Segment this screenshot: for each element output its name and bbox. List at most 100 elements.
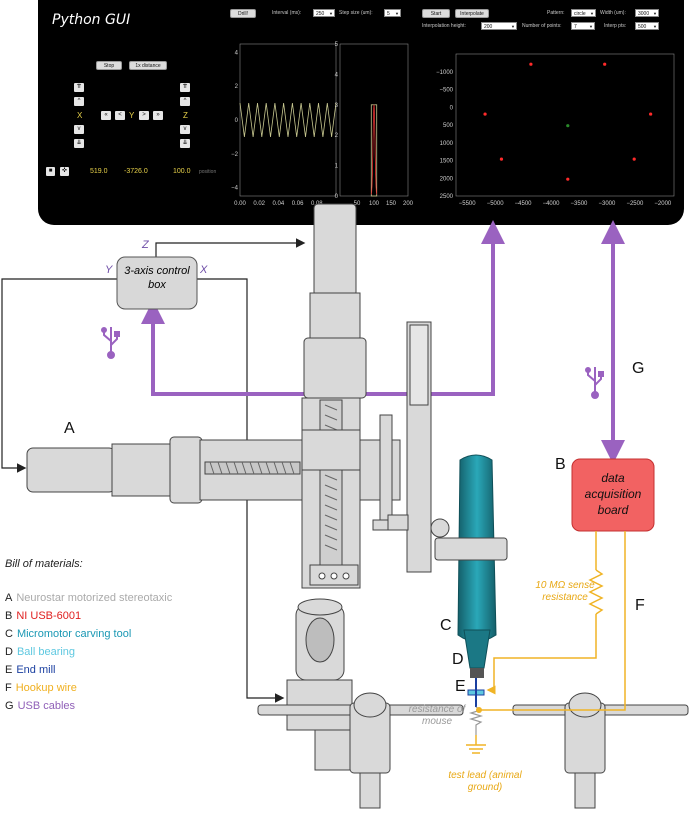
label-b: B	[555, 456, 566, 473]
sense-resistance-label: 10 MΩ sense resistance	[535, 580, 595, 603]
gui-title: Python GUI	[52, 12, 131, 28]
z-down-button[interactable]: v	[180, 125, 190, 134]
x-tick-label: −2000	[654, 201, 672, 207]
x-tick-label: 150	[386, 201, 397, 207]
y-left-button[interactable]: <	[115, 111, 125, 120]
scatter-point	[603, 62, 607, 66]
y-tick-label: 1	[335, 164, 339, 170]
x-tick-label: 0.00	[234, 201, 246, 207]
python-gui-window: Python GUI Drill! Interval (ms): 250 Ste…	[38, 0, 684, 225]
plot-frame	[239, 43, 337, 197]
num-points-select[interactable]: 7	[571, 22, 595, 31]
y-tick-label: 1000	[440, 141, 454, 147]
pattern-select[interactable]: circle	[571, 9, 596, 18]
y-right-fast-button[interactable]: »	[153, 111, 163, 120]
daq-board-label: data acquisition board	[584, 471, 642, 517]
scatter-point	[566, 177, 570, 181]
y-axis-label: Y	[129, 111, 135, 120]
step-size-select[interactable]: 5	[384, 9, 401, 18]
test-lead-label: test lead (animal ground)	[448, 770, 522, 793]
x-tick-label: 200	[403, 201, 414, 207]
micromotor-tool	[434, 454, 508, 707]
y-tick-label: −500	[439, 88, 453, 94]
pattern-label: Pattern:	[547, 10, 565, 16]
z-wire	[155, 238, 306, 257]
scatter-point	[483, 112, 487, 116]
y-tick-label: 0	[335, 194, 339, 200]
plot-frame	[455, 53, 675, 197]
x-tick-label: −4000	[543, 201, 561, 207]
y-tick-label: 5	[335, 42, 339, 48]
y-tick-label: −4	[231, 186, 239, 192]
y-tick-label: −2	[231, 152, 239, 158]
y-left-fast-button[interactable]: «	[101, 111, 111, 120]
label-c: C	[440, 617, 452, 634]
usb-icon	[585, 367, 604, 399]
x-tick-label: 0.04	[273, 201, 285, 207]
control-box-label: 3-axis control box	[124, 265, 190, 291]
step-size-label: Step size (um):	[339, 10, 373, 16]
y-tick-label: 2	[335, 133, 339, 139]
x-down-fast-button[interactable]: ⇊	[74, 139, 84, 148]
y-right-button[interactable]: >	[139, 111, 149, 120]
x-tick-label: 50	[354, 201, 361, 207]
start-button[interactable]: Start	[422, 9, 450, 18]
wire-to-bearing	[486, 614, 597, 695]
box-axis-y-label: Y	[105, 264, 113, 276]
y-tick-label: 500	[443, 123, 454, 129]
crosshair-button[interactable]: ✜	[60, 167, 69, 176]
one-x-distance-button[interactable]: 1x distance	[129, 61, 167, 70]
interpolate-button[interactable]: Interpolate	[455, 9, 489, 18]
z-up-button[interactable]: ^	[180, 97, 190, 106]
label-a: A	[64, 420, 75, 437]
interp-height-select[interactable]: 200	[481, 22, 517, 31]
x-up-button[interactable]: ^	[74, 97, 84, 106]
width-select[interactable]: 3000	[635, 9, 659, 18]
y-tick-label: 3	[335, 103, 339, 109]
label-f: F	[635, 597, 645, 614]
interp-pts-select[interactable]: 500	[635, 22, 659, 31]
scatter-point	[632, 157, 636, 161]
stereotaxic-frame	[26, 203, 689, 809]
label-g: G	[632, 360, 645, 377]
z-axis-label: Z	[183, 111, 188, 120]
y-tick-label: 4	[235, 50, 239, 56]
resistance-of-mouse-label: resistance of mouse	[408, 704, 466, 727]
x-tick-label: −5500	[459, 201, 477, 207]
interval-select[interactable]: 250	[313, 9, 335, 18]
x-tick-label: −5000	[487, 201, 505, 207]
sense-resistor	[588, 569, 604, 615]
wire-to-ground	[479, 531, 626, 711]
x-up-fast-button[interactable]: ⇈	[74, 83, 84, 92]
drill-button[interactable]: Drill!	[230, 9, 256, 18]
ground-symbol	[466, 735, 486, 754]
width-label: Width (um):	[600, 10, 626, 16]
box-axis-z-label: Z	[142, 239, 149, 251]
control-box	[116, 256, 198, 310]
y-tick-label: 2500	[440, 194, 454, 200]
z-down-fast-button[interactable]: ⇊	[180, 139, 190, 148]
position-x-readout: 519.0	[90, 168, 108, 175]
interp-height-label: Interpolation height:	[422, 23, 466, 29]
pattern-scatter-chart: −1000−50005001000150020002500−5500−5000−…	[436, 53, 675, 207]
interp-pts-label: Interp pts:	[604, 23, 627, 29]
scatter-point	[649, 112, 653, 116]
daq-board	[571, 458, 655, 532]
x-tick-label: −4500	[515, 201, 533, 207]
waveform-series	[239, 103, 337, 137]
stop-button[interactable]: Stop	[96, 61, 122, 70]
scatter-point	[499, 157, 504, 161]
z-up-fast-button[interactable]: ⇈	[180, 83, 190, 92]
x-tick-label: 0.02	[253, 201, 265, 207]
y-tick-label: 4	[335, 72, 339, 78]
small-square-button[interactable]: ■	[46, 167, 55, 176]
y-tick-label: 2	[235, 84, 239, 90]
label-e: E	[455, 678, 466, 695]
x-down-button[interactable]: v	[74, 125, 84, 134]
